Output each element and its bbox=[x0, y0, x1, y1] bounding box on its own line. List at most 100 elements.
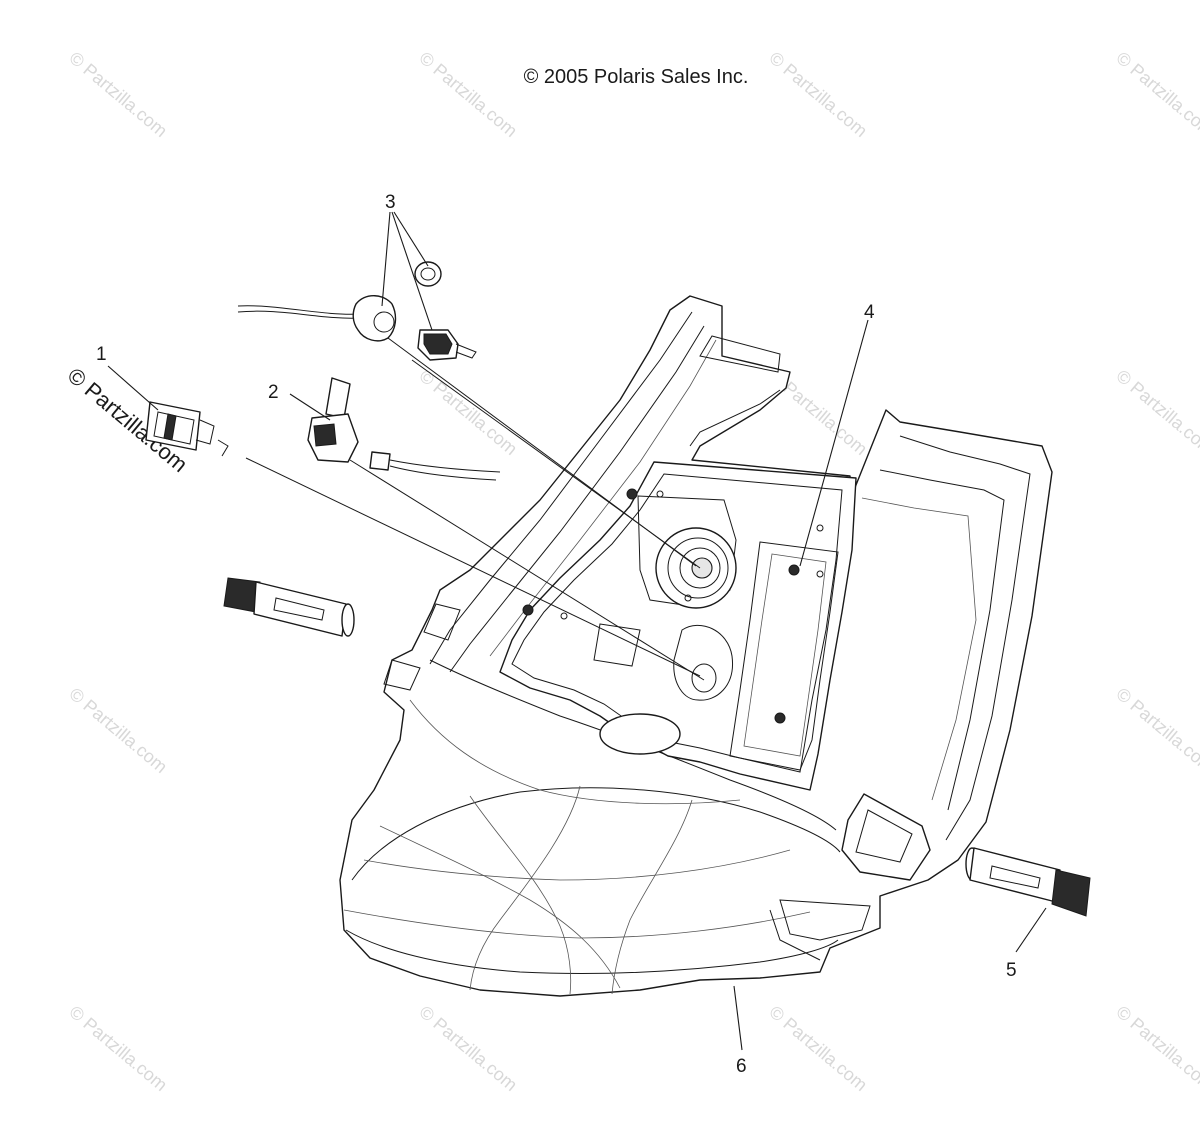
console-mesh-1 bbox=[379, 825, 621, 989]
leader-4 bbox=[799, 319, 869, 567]
bulb-washer-hole bbox=[420, 267, 436, 281]
strap-slot-inner bbox=[855, 809, 913, 863]
part-2-switch bbox=[307, 377, 501, 481]
clip-window bbox=[153, 411, 195, 445]
leader-3a bbox=[381, 211, 391, 307]
watermark-text: © Partzilla.com bbox=[65, 48, 171, 141]
console-right-wall-edge bbox=[861, 497, 977, 801]
left-strap-body bbox=[253, 581, 347, 637]
instrument-cavity-inner bbox=[511, 473, 843, 773]
mount-hole bbox=[788, 564, 800, 576]
console-mesh-2 bbox=[469, 795, 572, 995]
mount-hole bbox=[684, 594, 692, 602]
console-mesh-4 bbox=[611, 799, 693, 995]
leader-3c bbox=[391, 211, 433, 331]
bulb-tip bbox=[373, 311, 395, 333]
callout-1: 1 bbox=[96, 344, 107, 365]
console-left-ridge bbox=[429, 311, 693, 665]
projection-line bbox=[245, 457, 701, 677]
console-left-ridge-inner bbox=[449, 325, 705, 673]
watermark-text: © Partzilla.com bbox=[415, 1002, 521, 1095]
copyright-text: © 2005 Polaris Sales Inc. bbox=[524, 66, 749, 88]
clip-side bbox=[163, 413, 177, 441]
speedometer-ring-3 bbox=[679, 547, 721, 589]
switch-lever bbox=[325, 377, 351, 419]
left-strap-end bbox=[341, 603, 355, 637]
console-lower-dish bbox=[351, 787, 841, 881]
display-recess bbox=[729, 541, 839, 771]
watermark-text: © Partzilla.com bbox=[765, 1002, 871, 1095]
mount-hole bbox=[522, 604, 534, 616]
right-strap-body bbox=[969, 847, 1061, 903]
projection-line bbox=[387, 337, 697, 567]
console-lower-rim bbox=[345, 929, 839, 975]
leader-3b bbox=[393, 211, 429, 267]
watermark-text: © Partzilla.com bbox=[415, 48, 521, 141]
leader-2 bbox=[289, 393, 331, 421]
bulb-washer bbox=[414, 261, 442, 287]
callout-5: 5 bbox=[1006, 960, 1017, 981]
watermark-text: © Partzilla.com bbox=[1112, 1002, 1200, 1095]
clip-hook bbox=[217, 439, 229, 457]
watermark-text: © Partzilla.com bbox=[1112, 684, 1200, 777]
wire bbox=[237, 305, 361, 315]
callout-4: 4 bbox=[864, 302, 875, 323]
bulb-socket-base bbox=[423, 333, 453, 355]
part-1-clip bbox=[145, 401, 229, 457]
mount-hole bbox=[656, 490, 664, 498]
switch-wire bbox=[389, 459, 501, 473]
mount-hole bbox=[816, 524, 824, 532]
callout-3: 3 bbox=[385, 192, 396, 213]
speedometer-hub bbox=[691, 557, 713, 579]
console-mesh-6 bbox=[343, 909, 811, 939]
part-3-bulb-socket bbox=[237, 261, 477, 361]
leader-lines bbox=[107, 211, 1047, 1051]
console-top-notch bbox=[699, 335, 781, 373]
watermark-text: © Partzilla.com bbox=[65, 684, 171, 777]
switch-connector bbox=[369, 451, 391, 471]
console-mesh-5 bbox=[363, 849, 791, 881]
wire bbox=[237, 310, 361, 319]
leader-5 bbox=[1015, 907, 1047, 953]
leader-1 bbox=[107, 365, 159, 411]
right-strap-grip bbox=[1051, 869, 1091, 917]
speedometer-ring-2 bbox=[667, 537, 729, 599]
leader-6 bbox=[733, 985, 743, 1051]
switch-socket-hole bbox=[691, 663, 717, 693]
label-sticker bbox=[593, 623, 641, 667]
console-mesh-3 bbox=[469, 785, 581, 991]
part-5-right-strap bbox=[965, 847, 1091, 917]
callout-6: 6 bbox=[736, 1056, 747, 1077]
console-left-step bbox=[423, 603, 461, 641]
watermark-text: © Partzilla.com bbox=[765, 48, 871, 141]
callout-labels: 1 2 3 4 5 6 bbox=[96, 192, 1017, 1077]
oval-plug bbox=[599, 713, 681, 755]
mount-hole bbox=[626, 488, 638, 500]
bulb-socket-pin bbox=[455, 343, 477, 359]
console-top-rail bbox=[689, 389, 781, 447]
console-right-foot bbox=[779, 899, 871, 941]
mount-hole bbox=[560, 612, 568, 620]
clip-tab bbox=[195, 419, 215, 445]
switch-tab bbox=[313, 423, 337, 447]
watermark-text: © Partzilla.com bbox=[65, 1002, 171, 1095]
console-upper-contour bbox=[409, 699, 741, 805]
console-right-foot-2 bbox=[769, 909, 821, 961]
part-6-console-panel bbox=[339, 295, 1053, 997]
switch-wire bbox=[389, 465, 497, 481]
display-recess-inner bbox=[743, 553, 827, 757]
left-strap-slot bbox=[273, 597, 325, 621]
watermark-text: © Partzilla.com bbox=[415, 366, 521, 459]
console-right-wall bbox=[899, 435, 1031, 841]
right-strap-slot bbox=[989, 865, 1041, 889]
watermark-text: © Partzilla.com bbox=[1112, 366, 1200, 459]
switch-socket bbox=[673, 624, 733, 701]
left-strap bbox=[223, 577, 355, 637]
strap-slot-bracket bbox=[841, 793, 931, 881]
console-left-ridge-edge bbox=[489, 339, 717, 657]
mount-hole bbox=[816, 570, 824, 578]
callout-2: 2 bbox=[268, 382, 279, 403]
projection-line bbox=[349, 459, 705, 681]
